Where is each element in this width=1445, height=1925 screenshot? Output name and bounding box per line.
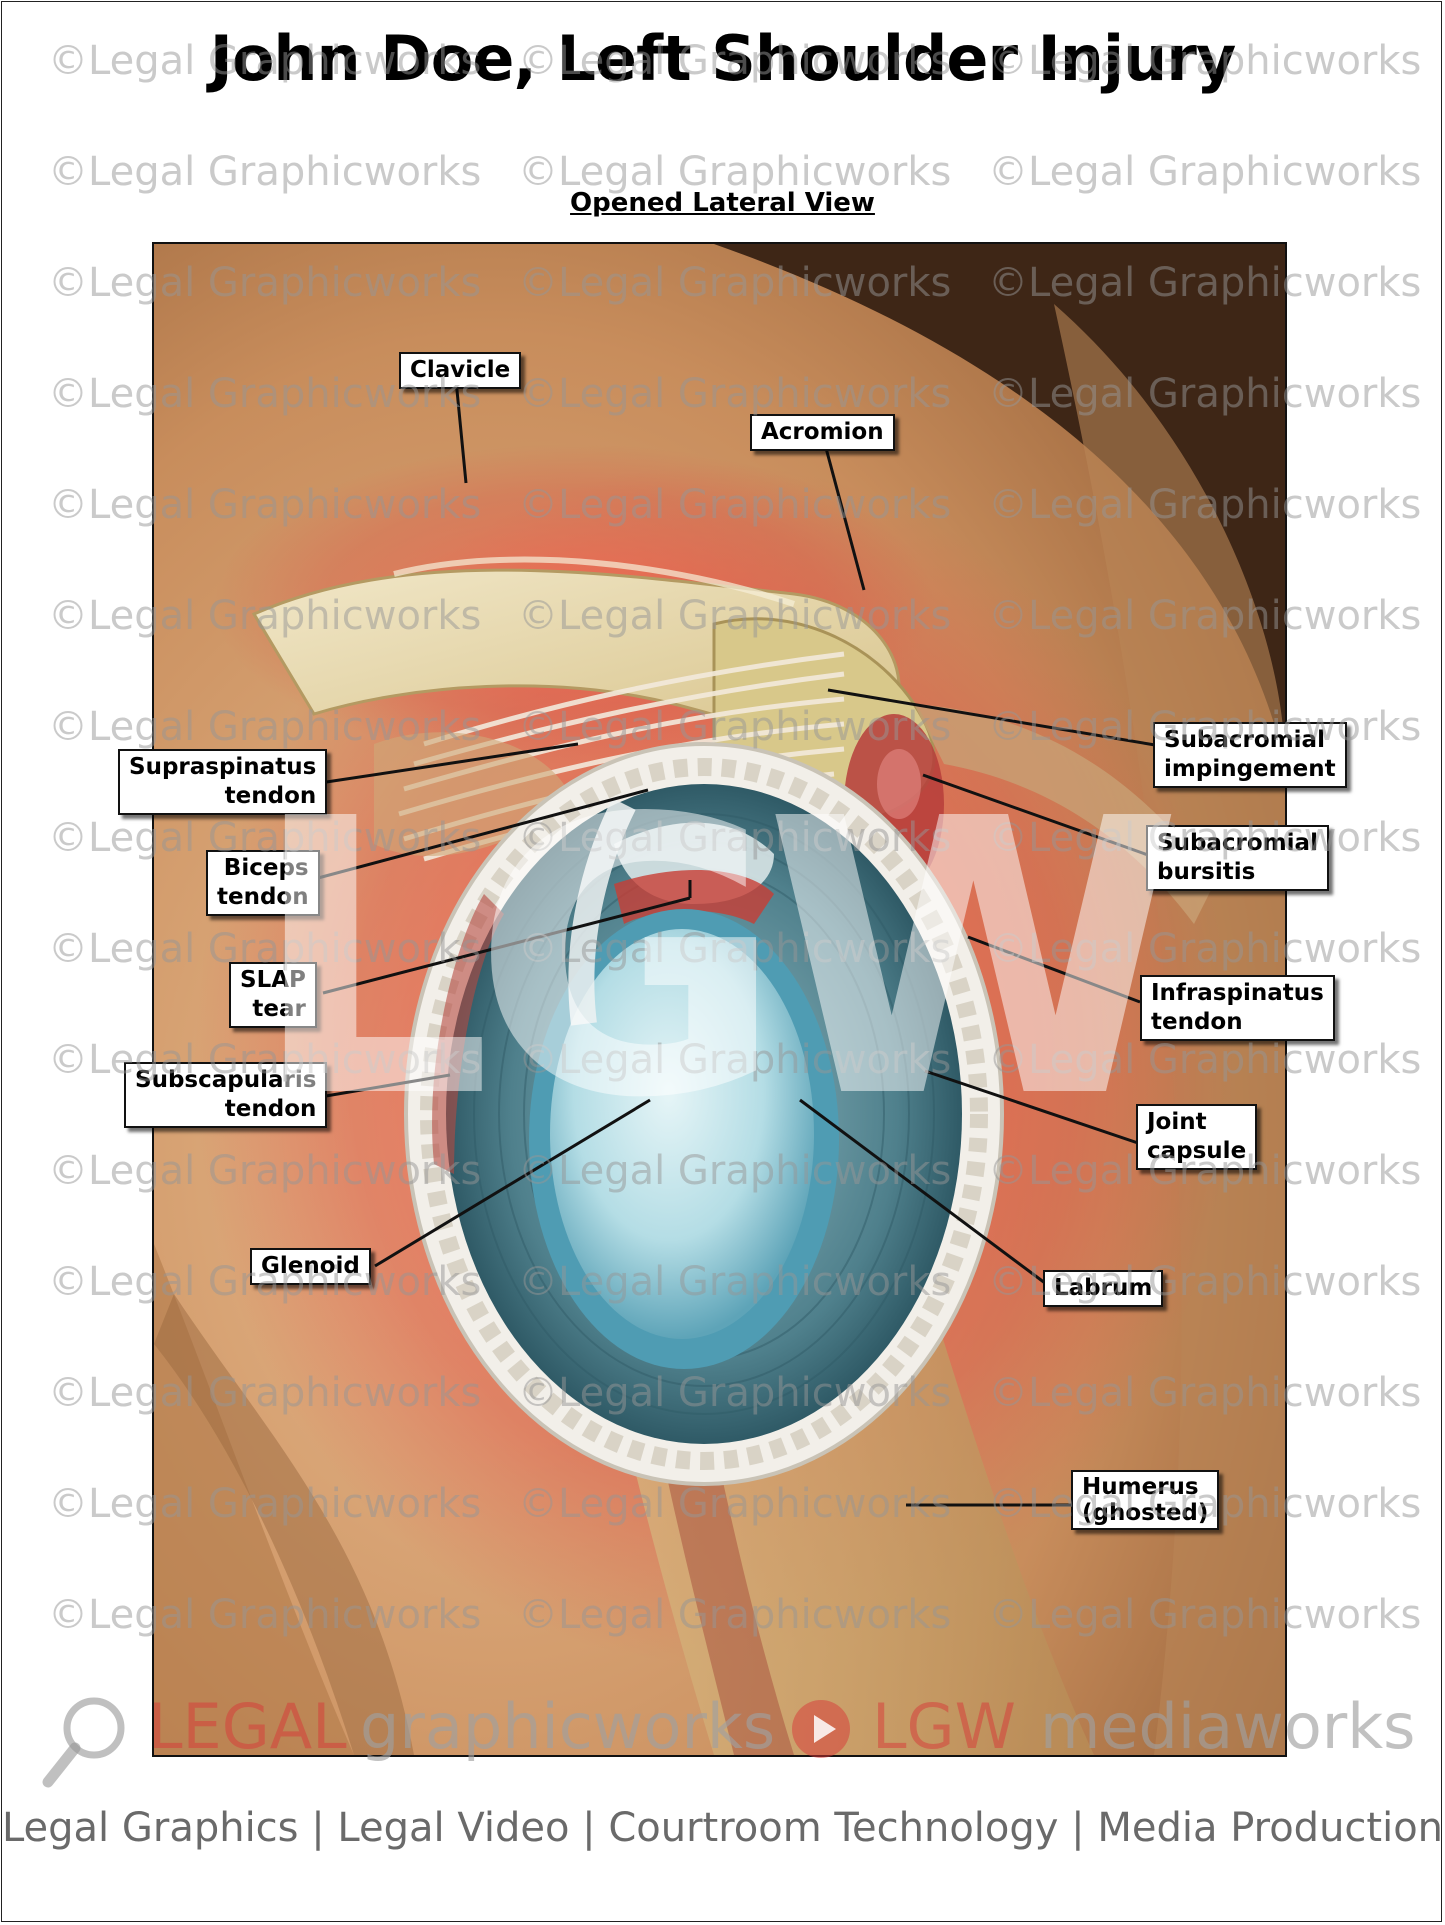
label-glenoid-text: Glenoid (261, 1253, 360, 1279)
label-humerus-line2: (ghosted) (1082, 1500, 1209, 1526)
label-supraspinatus-tendon: Supraspinatus tendon (118, 749, 328, 815)
label-subacromial-impingement-line1: Subacromial (1164, 727, 1325, 753)
label-supraspinatus-tendon-line2: tendon (224, 783, 317, 809)
brand-lgw-text: LGW (872, 1690, 1016, 1763)
label-subacromial-impingement-line2: impingement (1164, 756, 1336, 782)
brand-graphicworks-text: graphicworks (360, 1690, 776, 1763)
play-icon (792, 1700, 850, 1758)
brand-tagline: Legal Graphics | Legal Video | Courtroom… (1, 1805, 1444, 1851)
brand-legal-text: LEGAL (148, 1690, 347, 1763)
label-joint-capsule-line2: capsule (1147, 1138, 1247, 1164)
label-clavicle: Clavicle (399, 352, 522, 389)
label-labrum: Labrum (1043, 1270, 1164, 1307)
view-subtitle: Opened Lateral View (570, 188, 875, 218)
label-biceps-tendon-line1: Biceps (223, 855, 309, 881)
magnifier-icon (42, 1697, 125, 1788)
label-subacromial-bursitis-line2: bursitis (1157, 859, 1256, 885)
label-joint-capsule: Joint capsule (1136, 1104, 1258, 1170)
label-biceps-tendon: Biceps tendon (206, 850, 320, 916)
label-subscapularis-tendon-line2: tendon (224, 1096, 317, 1122)
brand-mediaworks-text: mediaworks (1040, 1690, 1416, 1763)
label-biceps-tendon-line2: tendon (217, 884, 309, 910)
label-humerus: Humerus (ghosted) (1071, 1470, 1220, 1530)
label-infraspinatus-tendon-line2: tendon (1151, 1009, 1243, 1035)
label-acromion: Acromion (750, 414, 895, 451)
label-labrum-text: Labrum (1054, 1275, 1153, 1301)
brand-footer-logo: LEGAL graphicworks LGW mediaworks (40, 1690, 1440, 1790)
label-infraspinatus-tendon-line1: Infraspinatus (1151, 980, 1324, 1006)
label-joint-capsule-line1: Joint (1147, 1109, 1207, 1135)
label-slap-tear: SLAP tear (229, 962, 317, 1028)
label-glenoid: Glenoid (250, 1248, 371, 1285)
label-subacromial-impingement: Subacromial impingement (1153, 722, 1347, 788)
label-subacromial-bursitis: Subacromial bursitis (1146, 825, 1329, 891)
label-clavicle-text: Clavicle (410, 357, 511, 383)
label-slap-tear-line1: SLAP (240, 967, 306, 993)
label-subscapularis-tendon-line1: Subscapularis (135, 1067, 317, 1093)
label-infraspinatus-tendon: Infraspinatus tendon (1140, 975, 1335, 1041)
label-supraspinatus-tendon-line1: Supraspinatus (129, 754, 317, 780)
label-humerus-line1: Humerus (1082, 1474, 1199, 1500)
page-title: John Doe, Left Shoulder Injury (209, 22, 1236, 95)
label-subacromial-bursitis-line1: Subacromial (1157, 830, 1318, 856)
label-slap-tear-line2: tear (252, 996, 306, 1022)
label-acromion-text: Acromion (761, 419, 884, 445)
label-subscapularis-tendon: Subscapularis tendon (124, 1062, 328, 1128)
